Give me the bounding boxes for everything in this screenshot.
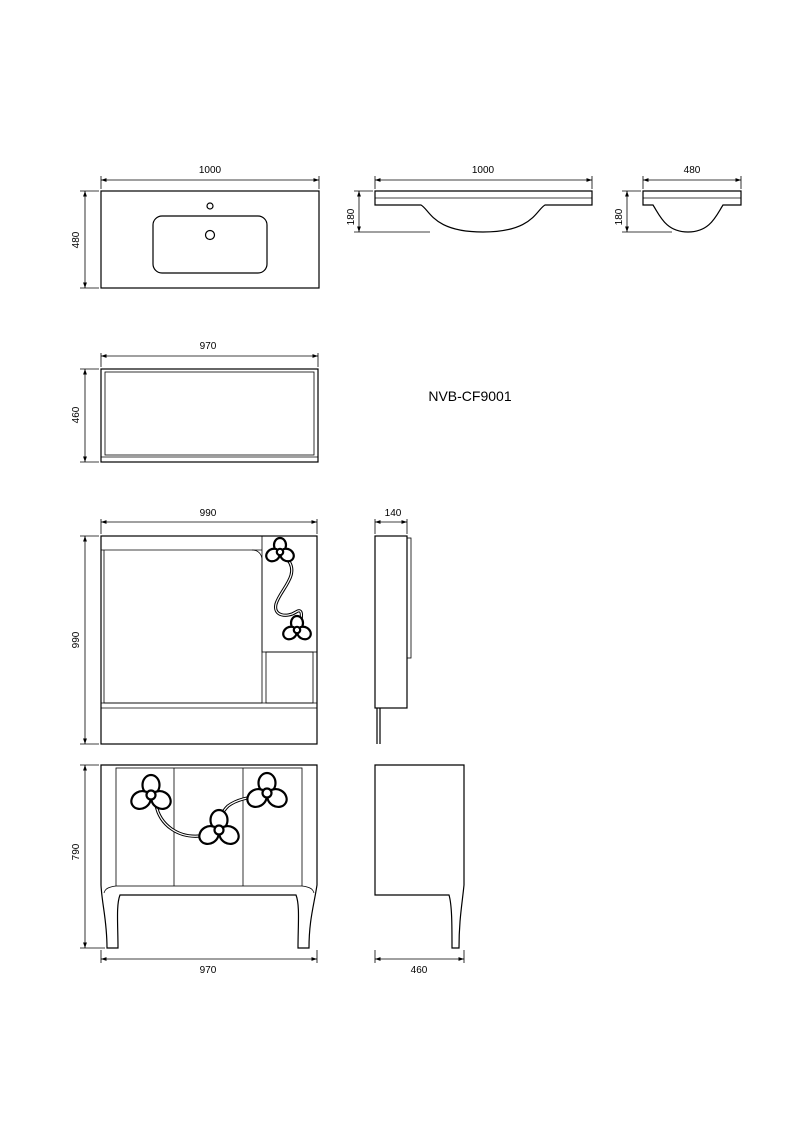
faucet-hole — [206, 202, 214, 210]
mirror-cabinet-front-view: 990 990 — [71, 508, 318, 745]
cabinet-side-view: 460 — [374, 764, 465, 976]
drain-hole — [204, 229, 216, 241]
dim-cabinet-front-height: 790 — [71, 843, 82, 860]
basin-front-view: 1000 180 — [346, 165, 593, 233]
flower-icon — [242, 771, 292, 812]
cabinet-front-outline — [100, 764, 318, 949]
dim-basin-top-width: 1000 — [199, 165, 222, 176]
flower-icon — [194, 808, 244, 849]
mirror-side-outline — [374, 535, 408, 709]
dim-cabinet-top-width: 970 — [200, 341, 217, 352]
basin-top-outline — [100, 190, 320, 289]
mirror-flower-decoration — [262, 536, 315, 643]
dim-cabinet-top-depth: 460 — [71, 406, 82, 423]
dim-basin-top-depth: 480 — [71, 231, 82, 248]
cabinet-front-face — [115, 767, 303, 887]
cabinet-front-view: 790 970 — [71, 764, 318, 976]
flower-icon — [262, 536, 298, 565]
dim-cabinet-side-depth: 460 — [411, 965, 428, 976]
mirror-panel — [103, 549, 263, 704]
mirror-open-shelf — [265, 651, 314, 704]
dim-basin-front-width: 1000 — [472, 165, 495, 176]
cabinet-right-corner — [301, 885, 315, 894]
dim-mirror-side-depth: 140 — [385, 508, 402, 519]
cabinet-top-view: 970 460 — [71, 341, 319, 463]
mirror-cabinet-outline — [100, 535, 318, 745]
dim-basin-side-height: 180 — [614, 208, 625, 225]
mirror-side-door-edge — [406, 537, 412, 659]
flower-icon — [279, 614, 315, 643]
mirror-cabinet-side-view: 140 — [374, 508, 412, 744]
cabinet-top-inner — [104, 371, 315, 456]
dim-mirror-width: 990 — [200, 508, 217, 519]
dim-mirror-height: 990 — [71, 631, 82, 648]
flower-icon — [126, 773, 176, 814]
model-number-label: NVB-CF9001 — [428, 388, 511, 404]
cabinet-left-corner — [103, 885, 117, 894]
basin-front-outline — [374, 190, 593, 233]
dim-basin-front-height: 180 — [346, 208, 357, 225]
dim-cabinet-front-width: 970 — [200, 965, 217, 976]
basin-top-view: 1000 480 — [71, 165, 320, 289]
dim-basin-side-width: 480 — [684, 165, 701, 176]
basin-side-view: 480 180 — [614, 165, 742, 233]
cabinet-top-outline — [100, 368, 319, 463]
basin-side-outline — [642, 190, 742, 233]
cabinet-side-outline — [374, 764, 465, 949]
basin-bowl-outline — [152, 215, 268, 274]
cabinet-flower-decoration — [126, 771, 292, 849]
